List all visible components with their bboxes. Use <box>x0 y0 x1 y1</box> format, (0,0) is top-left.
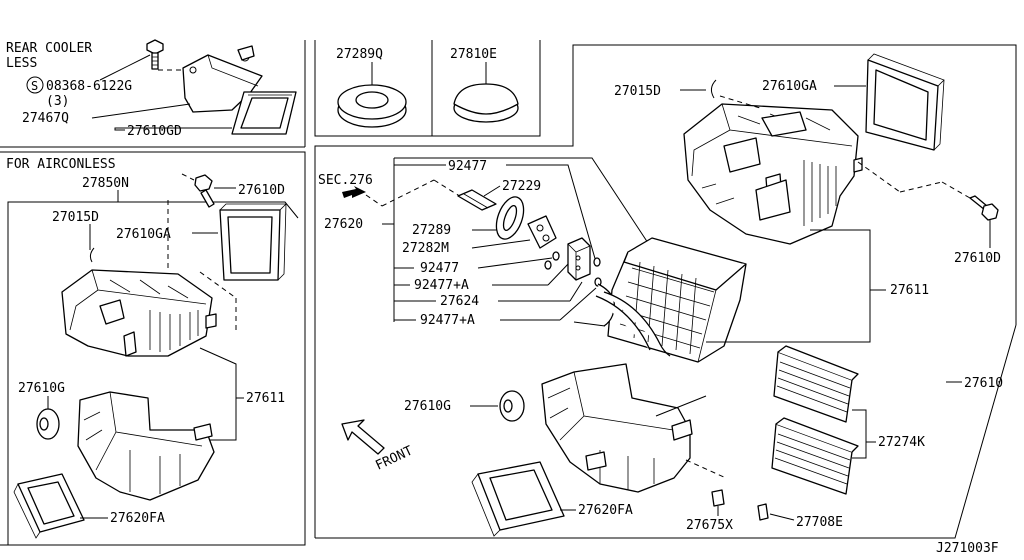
label-27274K: 27274K <box>878 435 925 450</box>
filter-element-icon-1 <box>773 345 859 423</box>
oring-icon-3 <box>593 257 601 267</box>
label-92477-2: 92477 <box>420 261 459 276</box>
panel-rear-cooler-less: REAR COOLER LESS S 08368-6122G (3) 27467… <box>6 39 297 139</box>
grommet-icon <box>495 196 525 240</box>
label-27610GA-left: 27610GA <box>116 227 171 242</box>
label-27620: 27620 <box>324 217 363 232</box>
oring-icon-2 <box>544 260 552 270</box>
label-sec-276: SEC.276 <box>318 173 373 188</box>
panel-frames <box>0 40 1017 546</box>
clip-icon <box>89 247 95 263</box>
plug-icon <box>36 408 60 440</box>
label-27229: 27229 <box>502 179 541 194</box>
label-27610G-left: 27610G <box>18 381 65 396</box>
section-arrow-icon <box>342 186 366 198</box>
filter-element-icon-2 <box>771 417 859 495</box>
filter-frame-icon <box>219 203 287 281</box>
label-27015D-left: 27015D <box>52 210 99 225</box>
label-27610GD: 27610GD <box>127 124 182 139</box>
front-arrow-icon <box>341 419 385 455</box>
oring-icon-4 <box>594 277 602 287</box>
screw-icon <box>194 174 215 208</box>
label-27675X: 27675X <box>686 518 733 533</box>
panel-grommets: 27289Q 27810E <box>336 47 519 128</box>
label-27620FA-main: 27620FA <box>578 503 633 518</box>
evaporator-core-icon <box>595 237 747 363</box>
label-27282M: 27282M <box>402 241 449 256</box>
rear-cooler-heading-1: REAR COOLER <box>6 41 92 56</box>
grommet-ring-icon <box>337 84 407 128</box>
seal-gasket-icon <box>231 91 297 135</box>
label-92477A-2: 92477+A <box>420 313 475 328</box>
label-bolt-qty: (3) <box>46 94 69 109</box>
bolt-icon <box>146 39 164 70</box>
label-27467Q: 27467Q <box>22 111 69 126</box>
lower-case-icon-main <box>541 363 693 493</box>
label-27624: 27624 <box>440 294 479 309</box>
label-92477A-1: 92477+A <box>414 278 469 293</box>
panel-airconless: FOR AIRCONLESS 27850N 27610D 27015D 2761… <box>6 157 287 539</box>
clamp-icon <box>757 503 769 521</box>
label-27850N: 27850N <box>82 176 129 191</box>
label-27610GA-main: 27610GA <box>762 79 817 94</box>
airconless-heading: FOR AIRCONLESS <box>6 157 116 172</box>
label-27810E: 27810E <box>450 47 497 62</box>
oring-icon-1 <box>552 251 560 261</box>
label-27289: 27289 <box>412 223 451 238</box>
label-27610G-main: 27610G <box>404 399 451 414</box>
seal-gasket-icon-left <box>13 473 85 539</box>
expansion-valve-icon <box>567 237 591 281</box>
drawing-code: J271003F <box>936 541 999 556</box>
grommet-cap-icon <box>453 83 519 123</box>
drain-icon <box>711 489 725 507</box>
label-27610D-left: 27610D <box>238 183 285 198</box>
lower-case-icon <box>77 391 215 501</box>
label-27610D-main: 27610D <box>954 251 1001 266</box>
label-27289Q: 27289Q <box>336 47 383 62</box>
panel-main-unit: SEC.276 92477 27229 27620 27289 27282M 9… <box>318 53 1003 537</box>
label-27610-main: 27610 <box>964 376 1003 391</box>
label-27611-main: 27611 <box>890 283 929 298</box>
upper-case-icon <box>61 269 217 357</box>
plug-icon-main <box>499 390 525 422</box>
bolt-circle-letter: S <box>31 79 38 93</box>
label-92477-1: 92477 <box>448 159 487 174</box>
clip-icon-main <box>710 79 717 99</box>
label-08368-6122G: 08368-6122G <box>46 79 132 94</box>
label-27620FA-left: 27620FA <box>110 511 165 526</box>
screw-icon-main <box>969 195 999 221</box>
label-27708E: 27708E <box>796 515 843 530</box>
filter-frame-icon-main <box>865 53 945 151</box>
special-bolt-circle-icon <box>26 76 44 94</box>
rear-cooler-heading-2: LESS <box>6 56 37 71</box>
label-27611-left: 27611 <box>246 391 285 406</box>
pipe-icon <box>457 189 497 211</box>
label-27015D-main: 27015D <box>614 84 661 99</box>
upper-case-icon-main <box>683 103 863 245</box>
seal-gasket-icon-main <box>471 461 565 537</box>
block-icon <box>527 215 557 249</box>
